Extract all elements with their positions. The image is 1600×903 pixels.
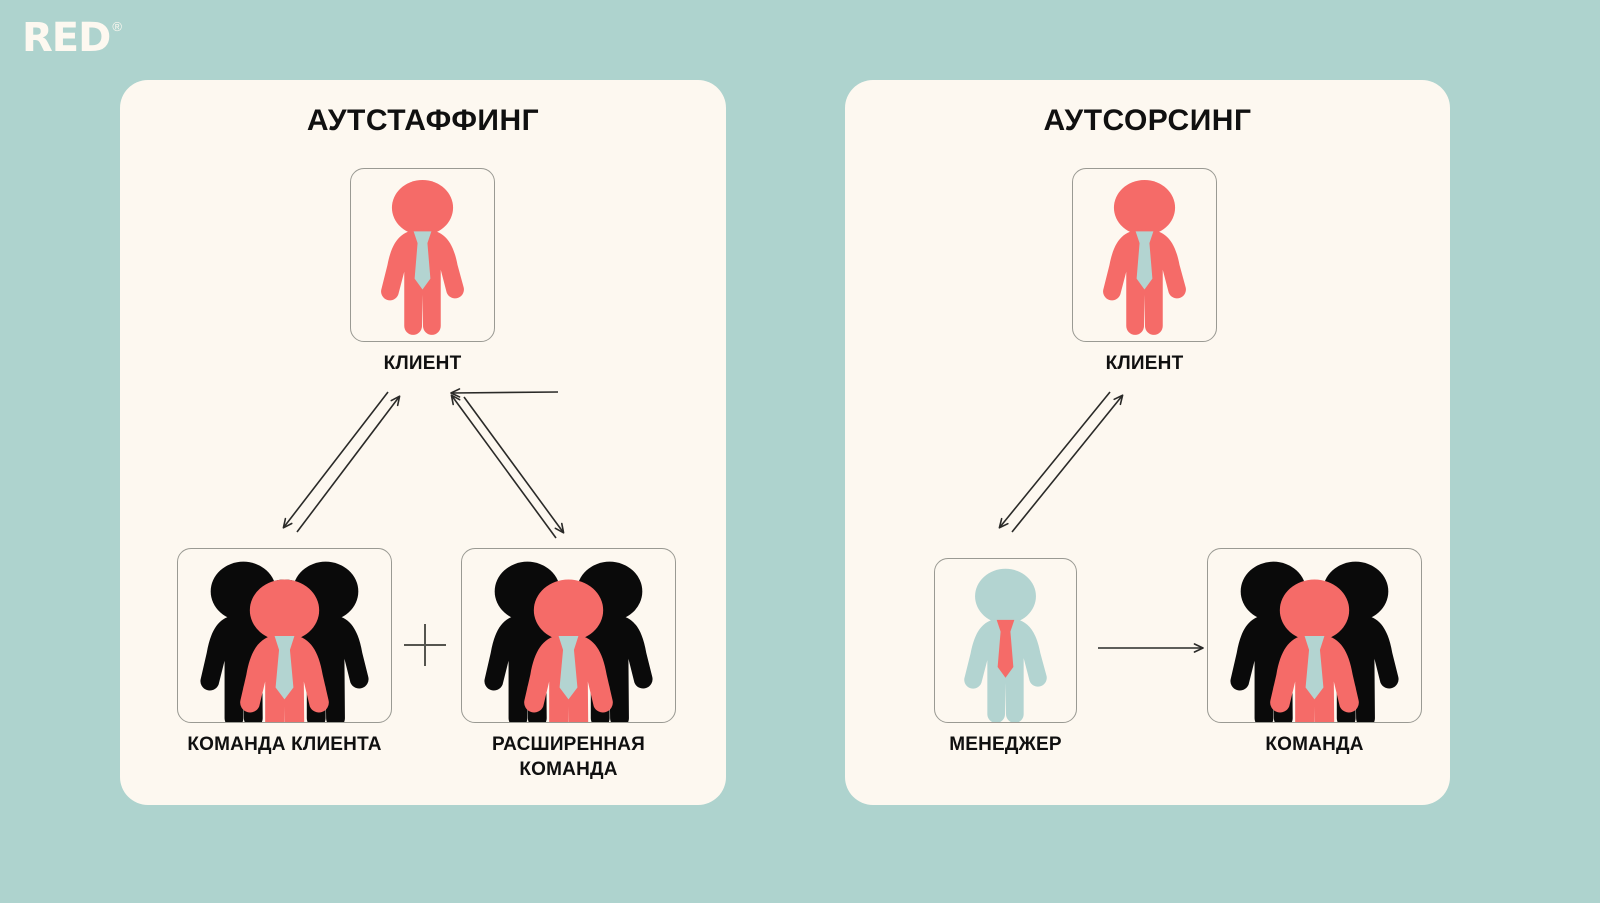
node-team-extended: РАСШИРЕННАЯ КОМАНДА [461,548,676,783]
panel-outstaffing-title: АУТСТАФФИНГ [306,104,540,137]
caption-manager: МЕНЕДЖЕР [949,734,1062,755]
node-outsourcing-team: КОМАНДА [1207,548,1422,757]
caption-outstaffing-client: КЛИЕНТ [383,353,462,374]
plus-symbol [404,624,446,666]
caption-team-client: КОМАНДА КЛИЕНТА [187,734,382,755]
person-client-icon [1103,180,1186,335]
caption-team-extended-line2: КОМАНДА [519,759,618,781]
node-team-client: КОМАНДА КЛИЕНТА [177,548,392,757]
node-outsourcing-client: КЛИЕНТ [1072,168,1217,376]
logo-wordmark: RED [22,15,111,61]
panel-outsourcing-title: АУТСОРСИНГ [1043,104,1252,137]
icon-box-manager [934,558,1077,723]
icon-box-team-client [177,548,392,723]
person-manager-icon [964,568,1047,722]
person-client-icon [381,180,464,335]
icon-box-client [1072,168,1217,342]
team-group-icon [1230,561,1399,722]
icon-box-client [350,168,495,342]
node-outstaffing-client: КЛИЕНТ [350,168,495,376]
caption-outsourcing-client: КЛИЕНТ [1105,353,1184,374]
caption-outsourcing-team: КОМАНДА [1265,734,1364,755]
caption-team-extended: РАСШИРЕННАЯ КОМАНДА [461,732,676,783]
team-group-icon [484,561,653,722]
red-logo: RED ® [22,18,122,58]
node-manager: МЕНЕДЖЕР [934,558,1077,757]
team-group-icon [200,561,369,722]
registered-trademark-icon: ® [112,19,122,34]
icon-box-team [1207,548,1422,723]
icon-box-team-extended [461,548,676,723]
caption-team-extended-line1: РАСШИРЕННАЯ [491,734,646,755]
